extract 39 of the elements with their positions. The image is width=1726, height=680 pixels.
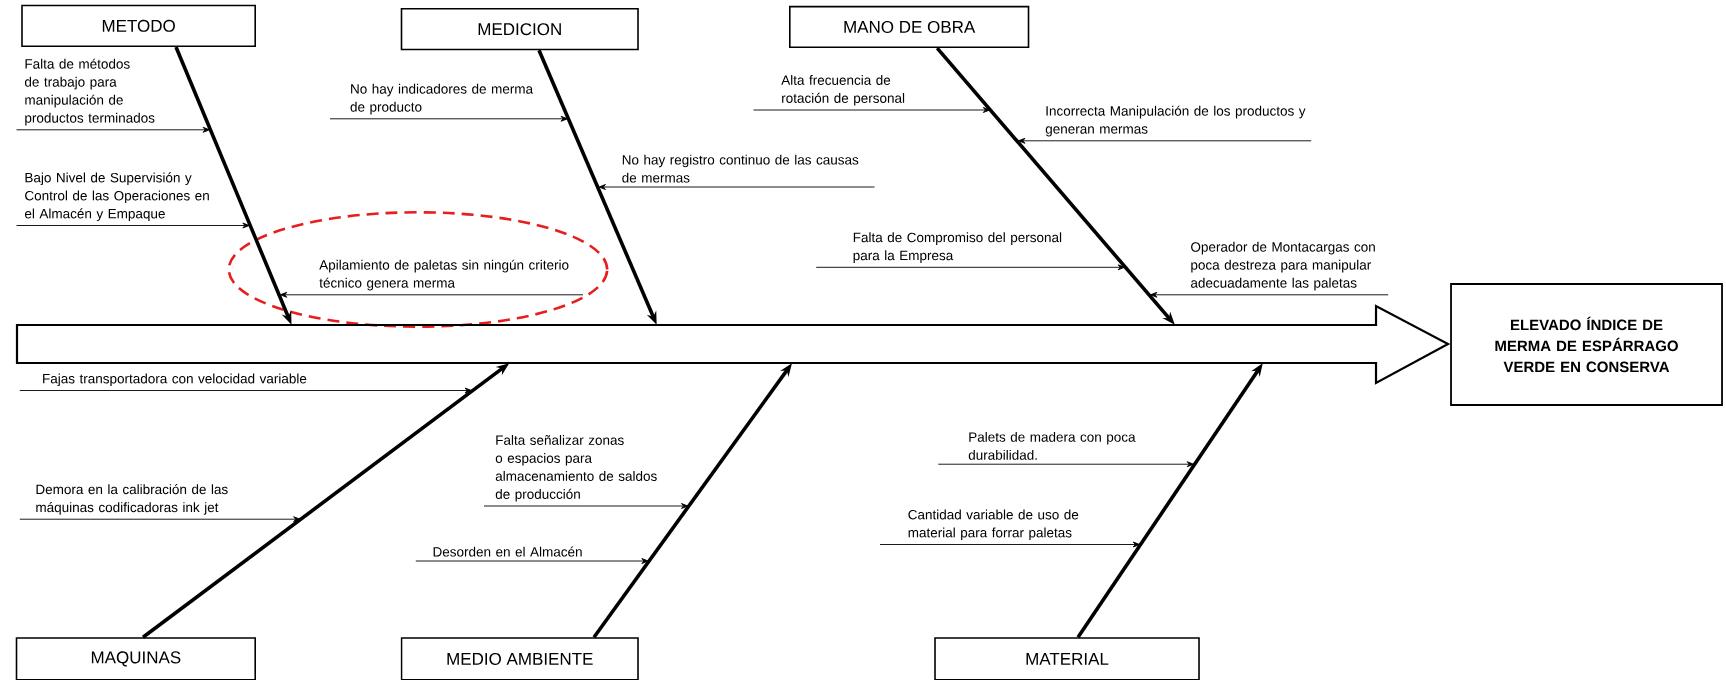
category-box: METODO bbox=[21, 4, 256, 47]
category-box: MAQUINAS bbox=[15, 637, 256, 680]
cause-text: Falta de Compromiso del personal para la Empresa bbox=[853, 232, 1062, 263]
arrow bbox=[19, 387, 472, 394]
cause-text: Operador de Montacargas con poca destreza para manipular adecuadamente las paletas bbox=[1191, 241, 1375, 291]
arrow bbox=[753, 107, 991, 113]
cause-text: Falta de métodos de trabajo para manipulación de productos terminados bbox=[24, 58, 155, 126]
arrow bbox=[1150, 291, 1389, 298]
arrow bbox=[879, 541, 1141, 548]
cause-text: Desorden en el Almacén bbox=[433, 546, 582, 557]
arrow bbox=[279, 291, 584, 298]
cause-text: Fajas transportadora con velocidad variable bbox=[43, 373, 307, 387]
category-box: MEDICION bbox=[400, 8, 639, 51]
highlight-ellipse bbox=[227, 211, 609, 328]
category-box: MATERIAL bbox=[934, 637, 1200, 680]
effect-box: ELEVADO ÍNDICE DE MERMA DE ESPÁRRAGO VERDE EN CONSERVA bbox=[1450, 283, 1723, 406]
arrow bbox=[16, 222, 250, 229]
cause-text: Demora en la calibración de las máquinas codificadoras ink jet bbox=[36, 484, 228, 515]
cause-text: Palets de madera con poca durabilidad. bbox=[968, 431, 1136, 460]
arrow bbox=[937, 461, 1194, 468]
arrow bbox=[19, 516, 301, 523]
cause-text: No hay indicadores de merma de producto bbox=[350, 83, 534, 115]
cause-text: Cantidad variable de uso de material para forrar paletas bbox=[908, 509, 1079, 541]
arrow bbox=[329, 115, 568, 122]
arrow bbox=[1018, 137, 1312, 144]
spine-arrow bbox=[15, 304, 1451, 385]
arrow bbox=[16, 126, 210, 133]
cause-text: Incorrecta Manipulación de los productos y generan mermas bbox=[1045, 105, 1306, 137]
arrow bbox=[815, 264, 1125, 271]
cause-text: Alta frecuencia de rotación de personal bbox=[781, 75, 905, 106]
cause-text: No hay registro continuo de las causas de mermas bbox=[622, 154, 859, 183]
arrow bbox=[483, 503, 689, 509]
cause-text: Falta señalizar zonas o espacios para almacenamiento de saldos de producción bbox=[495, 435, 657, 502]
category-box: MANO DE OBRA bbox=[789, 5, 1030, 49]
category-box: MEDIO AMBIENTE bbox=[400, 637, 639, 680]
arrow bbox=[415, 558, 649, 564]
cause-text: Bajo Nivel de Supervisión y Control de las Operaciones en el Almacén y Empaque bbox=[25, 172, 209, 222]
cause-text: Apilamiento de paletas sin ningún criterio técnico genera merma bbox=[319, 259, 569, 291]
arrow bbox=[598, 184, 875, 190]
